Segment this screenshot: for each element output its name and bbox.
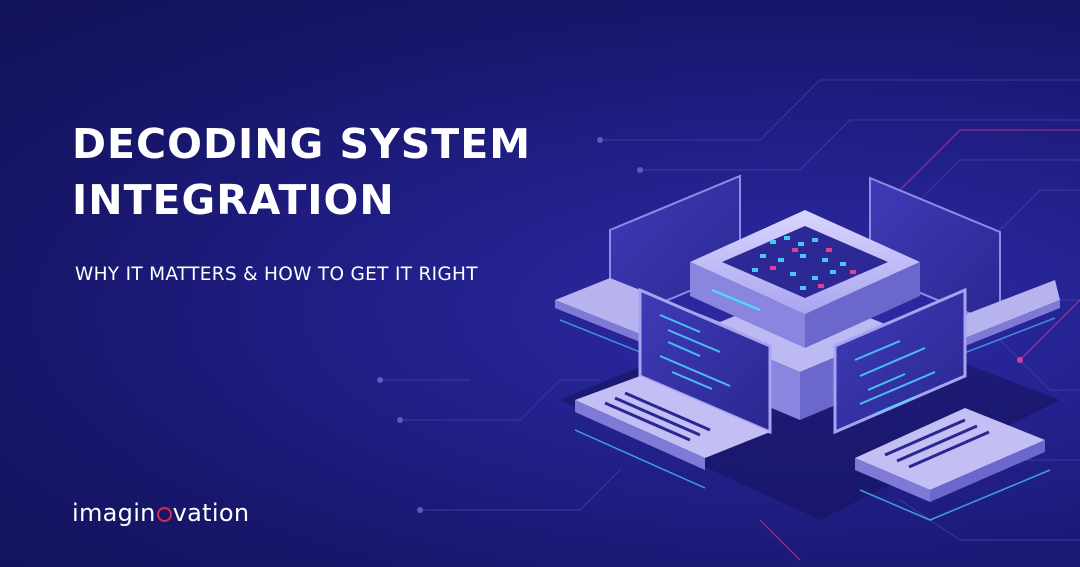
logo-text-start: imagin: [72, 499, 156, 527]
title-line-2: INTEGRATION: [72, 176, 395, 224]
server-laptops-illustration: [555, 174, 1060, 521]
laptop-front-left: [574, 287, 772, 489]
page-subtitle: WHY IT MATTERS & HOW TO GET IT RIGHT: [75, 264, 478, 285]
imaginovation-logo: imagin vation: [72, 498, 249, 528]
laptop-front-right: [833, 287, 1051, 521]
page-title: DECODING SYSTEM INTEGRATION: [72, 116, 592, 228]
server-block: [690, 210, 920, 420]
logo-ring-icon: [156, 507, 172, 522]
title-line-1: DECODING SYSTEM: [72, 120, 532, 168]
logo-text-end: vation: [172, 499, 250, 527]
